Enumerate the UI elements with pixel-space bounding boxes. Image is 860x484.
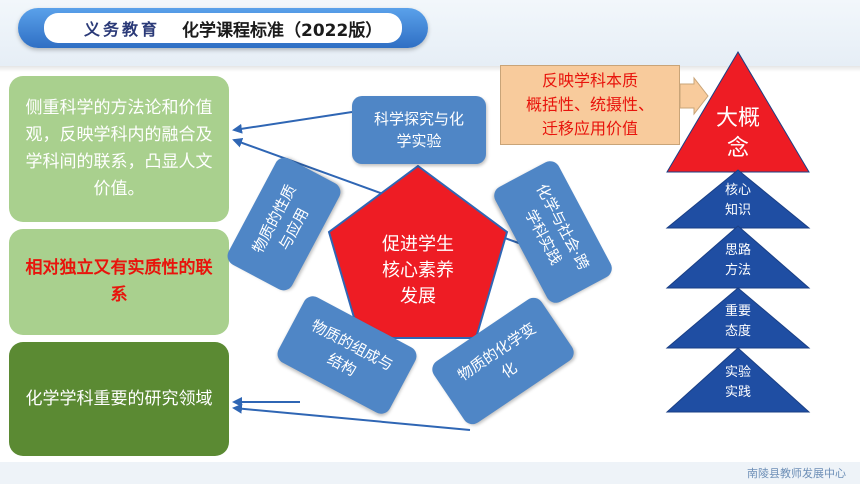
left-box-research-field: 化学学科重要的研究领域	[9, 342, 229, 456]
footer-band	[0, 462, 860, 484]
title-inner: 义务教育 化学课程标准（2022版）	[44, 13, 402, 43]
pyramid-apex-label: 大概念	[688, 104, 788, 164]
level-2-line-1: 思路	[724, 243, 751, 258]
arrow-lower-right-to-box3	[232, 403, 471, 431]
left-box-methodology: 侧重科学的方法论和价值观，反映学科内的融合及学科间的联系，凸显人文价值。	[9, 76, 229, 222]
level-3-line-1: 重要	[724, 304, 751, 319]
center-label: 促进学生 核心素养 发展	[340, 232, 496, 310]
note-arrow	[679, 76, 709, 116]
note-line-2: 概括性、统摄性、	[525, 95, 654, 114]
left-box-connection-text: 相对独立又有实质性的联系	[25, 258, 213, 305]
pyramid-level-2-label: 思路 方法	[703, 241, 773, 281]
note-line-3: 迁移应用价值	[541, 119, 638, 138]
theme-inquiry-experiment-text: 科学探究与化学实验	[373, 110, 464, 150]
center-line-2: 核心素养	[382, 260, 454, 281]
series-label: 义务教育	[84, 20, 161, 39]
level-1-line-1: 核心	[724, 183, 751, 198]
note-line-1: 反映学科本质	[541, 71, 638, 90]
header-shadow	[0, 66, 860, 72]
pyramid-level-4-label: 实验 实践	[703, 363, 773, 403]
title-banner: 义务教育 化学课程标准（2022版）	[18, 8, 428, 48]
level-4-line-2: 实践	[724, 385, 751, 400]
center-line-3: 发展	[400, 286, 436, 307]
pyramid-level-1-label: 核心 知识	[703, 181, 773, 221]
pyramid-level-4	[665, 347, 811, 413]
left-box-methodology-text: 侧重科学的方法论和价值观，反映学科内的融合及学科间的联系，凸显人文价值。	[25, 98, 213, 199]
left-box-connection: 相对独立又有实质性的联系	[9, 229, 229, 335]
arrow-top-to-box1	[232, 111, 353, 134]
left-box-research-field-text: 化学学科重要的研究领域	[25, 388, 213, 409]
level-3-line-2: 态度	[724, 324, 751, 339]
center-line-1: 促进学生	[382, 234, 454, 255]
center-pentagon	[327, 164, 509, 339]
pyramid-apex-text: 大概念	[715, 106, 760, 161]
big-concept-note: 反映学科本质 概括性、统摄性、 迁移应用价值	[500, 65, 680, 145]
level-2-line-2: 方法	[724, 263, 751, 278]
theme-inquiry-experiment: 科学探究与化学实验	[352, 96, 486, 164]
level-4-line-1: 实验	[724, 365, 751, 380]
footer-org: 南陵县教师发展中心	[747, 467, 846, 480]
pyramid-level-3-label: 重要 态度	[703, 302, 773, 342]
page-title: 化学课程标准（2022版）	[182, 20, 383, 41]
level-1-line-2: 知识	[724, 203, 751, 218]
